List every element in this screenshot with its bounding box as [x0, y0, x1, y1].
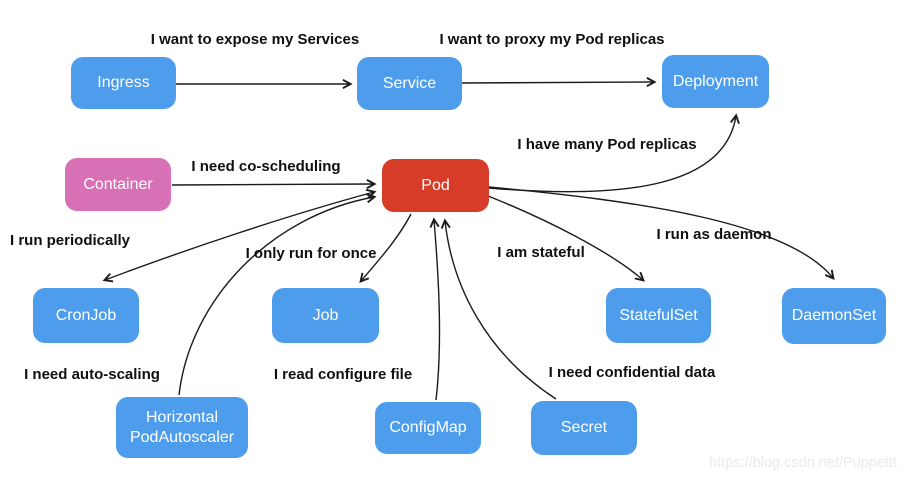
node-job: Job — [272, 288, 379, 343]
edge-container-to-pod — [171, 179, 377, 190]
node-job-label: Job — [312, 306, 339, 324]
node-hpa-label: Horizontal PodAutoscaler — [130, 408, 234, 448]
edge-label-configure-file: I read configure file — [273, 366, 413, 383]
node-daemonset: DaemonSet — [782, 288, 886, 344]
node-service: Service — [357, 57, 462, 110]
node-configmap: ConfigMap — [375, 402, 481, 454]
edge-pod-cronjob-bidirectional — [102, 188, 377, 283]
edge-pod-to-deployment — [488, 113, 740, 193]
edge-label-am-stateful: I am stateful — [497, 244, 585, 261]
edge-label-confidential-data: I need confidential data — [548, 364, 716, 381]
watermark-url: https://blog.csdn.net/Puppettt — [709, 455, 897, 471]
edge-label-expose-services: I want to expose my Services — [150, 31, 360, 48]
node-service-label: Service — [382, 74, 437, 92]
node-hpa-label-line2: PodAutoscaler — [129, 428, 235, 446]
edge-label-co-scheduling: I need co-scheduling — [191, 158, 341, 175]
node-statefulset: StatefulSet — [606, 288, 711, 343]
node-secret: Secret — [531, 401, 637, 455]
edge-label-many-pod-replicas: I have many Pod replicas — [517, 136, 697, 153]
edge-configmap-to-pod — [429, 217, 441, 401]
edge-pod-to-statefulset — [487, 195, 645, 282]
node-statefulset-label: StatefulSet — [619, 306, 698, 324]
node-pod-label: Pod — [421, 176, 450, 194]
node-configmap-label: ConfigMap — [389, 419, 467, 436]
node-container: Container — [65, 158, 171, 211]
node-pod: Pod — [382, 159, 489, 212]
node-deployment-label: Deployment — [672, 72, 759, 90]
edge-service-to-deployment — [461, 77, 657, 88]
edge-hpa-to-pod — [178, 193, 377, 396]
node-horizontal-pod-autoscaler: Horizontal PodAutoscaler — [116, 397, 248, 458]
node-deployment: Deployment — [662, 55, 769, 108]
edge-label-run-for-once: I only run for once — [245, 245, 377, 262]
edge-label-run-periodically: I run periodically — [9, 232, 131, 249]
node-secret-label: Secret — [560, 419, 608, 436]
edge-secret-to-pod — [440, 218, 557, 400]
node-container-label: Container — [83, 175, 153, 193]
node-hpa-label-line1: Horizontal — [145, 408, 219, 426]
node-cronjob-label: CronJob — [55, 306, 117, 324]
node-cronjob: CronJob — [33, 288, 139, 343]
node-ingress-label: Ingress — [97, 74, 150, 91]
edge-pod-to-daemonset — [488, 186, 835, 281]
edge-label-proxy-replicas: I want to proxy my Pod replicas — [439, 31, 665, 48]
edge-pod-to-job — [359, 213, 412, 283]
edge-label-run-as-daemon: I run as daemon — [656, 226, 772, 243]
edge-label-auto-scaling: I need auto-scaling — [24, 366, 160, 383]
node-daemonset-label: DaemonSet — [791, 307, 877, 324]
node-ingress: Ingress — [71, 57, 176, 109]
